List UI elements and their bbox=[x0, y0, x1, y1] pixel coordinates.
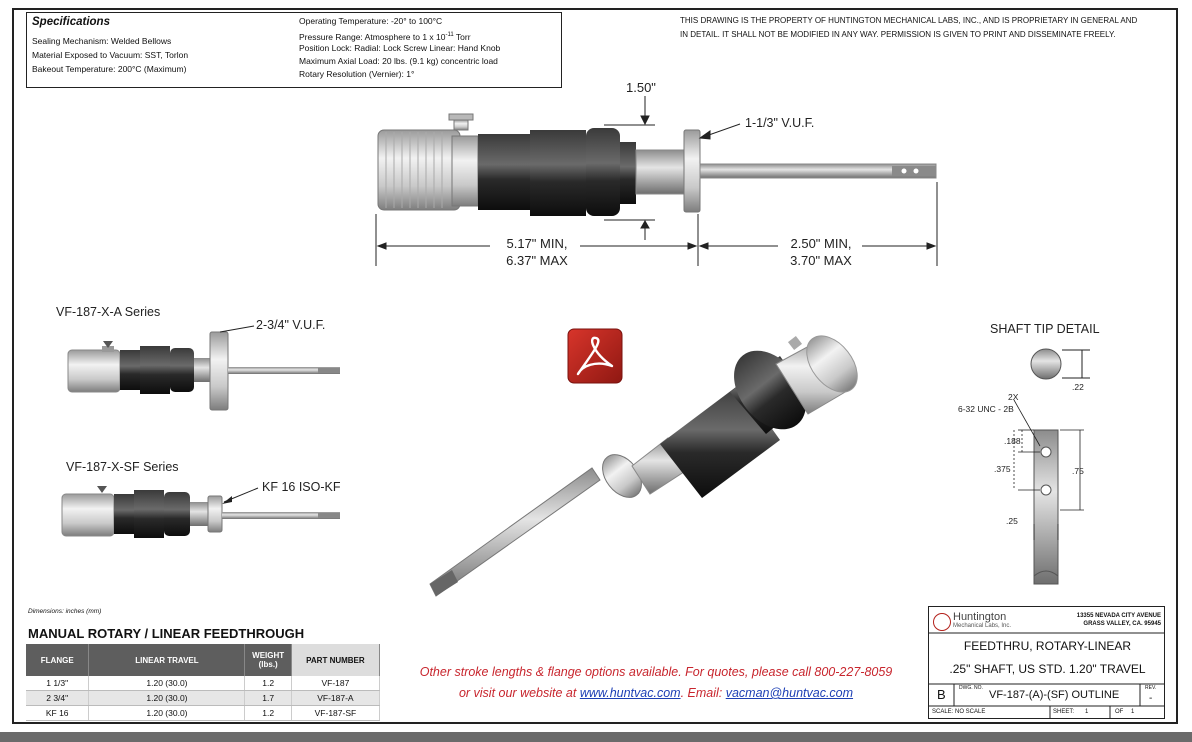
cell-travel: 1.20 (30.0) bbox=[88, 676, 246, 691]
dimensions-note: Dimensions: inches (mm) bbox=[28, 608, 102, 615]
series-sf-title: VF-187-X-SF Series bbox=[66, 460, 179, 474]
spec-pressure: Pressure Range: Atmosphere to 1 x 10-11 … bbox=[299, 31, 471, 42]
table-row: 1 1/3" 1.20 (30.0) 1.2 VF-187 bbox=[26, 676, 381, 691]
title-block: Huntington Mechanical Labs, Inc. 13355 N… bbox=[928, 606, 1165, 719]
flange-label-1-1-3: 1-1/3" V.U.F. bbox=[745, 116, 815, 130]
website-link[interactable]: www.huntvac.com bbox=[579, 686, 681, 700]
cell-travel: 1.20 (30.0) bbox=[88, 705, 246, 721]
series-sf-flange-label: KF 16 ISO-KF bbox=[262, 480, 341, 494]
rev-value: - bbox=[1149, 693, 1153, 704]
dim-top-1-50: 1.50" bbox=[626, 80, 656, 95]
property-notice-line-1: THIS DRAWING IS THE PROPERTY OF HUNTINGT… bbox=[680, 16, 1138, 25]
spec-material: Material Exposed to Vacuum: SST, Torlon bbox=[32, 50, 189, 60]
cell-part: VF-187-SF bbox=[291, 705, 381, 721]
cell-flange: 1 1/3" bbox=[26, 676, 90, 691]
specifications-title: Specifications bbox=[32, 16, 110, 28]
cell-flange: KF 16 bbox=[26, 705, 90, 721]
cell-part: VF-187-A bbox=[291, 690, 381, 706]
quote-line-2: or visit our website at www.huntvac.com.… bbox=[458, 686, 854, 700]
series-a-flange-label: 2-3/4" V.U.F. bbox=[256, 318, 326, 332]
col-linear-travel: LINEAR TRAVEL bbox=[88, 644, 246, 676]
spec-bakeout: Bakeout Temperature: 200°C (Maximum) bbox=[32, 64, 187, 74]
spec-sealing: Sealing Mechanism: Welded Bellows bbox=[32, 36, 172, 46]
dim-right-max: 3.70" MAX bbox=[790, 253, 852, 268]
cell-flange: 2 3/4" bbox=[26, 690, 90, 706]
quote-line-1: Other stroke lengths & flange options av… bbox=[419, 665, 893, 679]
table-row: KF 16 1.20 (30.0) 1.2 VF-187-SF bbox=[26, 705, 381, 721]
rev-label: REV. bbox=[1145, 685, 1157, 691]
drawing-title-1: FEEDTHRU, ROTARY-LINEAR bbox=[963, 639, 1132, 653]
shaft-tip-thread-note: 6-32 UNC - 2B bbox=[958, 404, 1014, 414]
cell-part: VF-187 bbox=[291, 676, 381, 691]
quote-text: Other stroke lengths & flange options av… bbox=[392, 662, 920, 704]
dwg-no-label: DWG. NO. bbox=[959, 685, 983, 691]
shaft-tip-d75: .75 bbox=[1072, 466, 1084, 476]
shaft-tip-dia: .22 bbox=[1072, 382, 1084, 392]
main-dimension-lines bbox=[375, 96, 938, 266]
address-line-1: 13355 NEVADA CITY AVENUE bbox=[1076, 613, 1161, 619]
adobe-pdf-icon[interactable] bbox=[567, 328, 623, 384]
company-name: Huntington bbox=[953, 611, 1007, 623]
drawing-title-2: .25" SHAFT, US STD. 1.20" TRAVEL bbox=[949, 662, 1146, 676]
shaft-tip-note-2x: 2X bbox=[1008, 392, 1019, 402]
spec-position-lock: Position Lock: Radial: Lock Screw Linear… bbox=[299, 43, 501, 53]
scale-text: SCALE: NO SCALE bbox=[932, 709, 986, 715]
shaft-tip-d375: .375 bbox=[994, 464, 1011, 474]
shaft-tip-title: SHAFT TIP DETAIL bbox=[990, 322, 1100, 336]
of-label: OF bbox=[1115, 709, 1124, 715]
table-row: 2 3/4" 1.20 (30.0) 1.7 VF-187-A bbox=[26, 690, 381, 706]
col-flange: FLANGE bbox=[26, 644, 90, 676]
huntington-logo-icon bbox=[933, 613, 951, 631]
size-value: B bbox=[937, 687, 946, 702]
dim-left-min: 5.17" MIN, bbox=[506, 236, 568, 251]
col-weight: WEIGHT (lbs.) bbox=[244, 644, 292, 676]
property-notice: THIS DRAWING IS THE PROPERTY OF HUNTINGT… bbox=[680, 14, 1160, 42]
series-sf-view bbox=[61, 486, 340, 538]
spec-rotary-resolution: Rotary Resolution (Vernier): 1° bbox=[299, 69, 415, 79]
series-a-view bbox=[67, 325, 340, 411]
cell-travel: 1.20 (30.0) bbox=[88, 690, 246, 706]
sheet-value: 1 bbox=[1085, 709, 1089, 715]
of-value: 1 bbox=[1131, 709, 1135, 715]
email-link[interactable]: vacman@huntvac.com bbox=[725, 686, 854, 700]
drawing-border bbox=[12, 8, 1178, 724]
company-sub: Mechanical Labs, Inc. bbox=[953, 623, 1012, 629]
dim-right-min: 2.50" MIN, bbox=[790, 236, 852, 251]
cell-weight: 1.7 bbox=[244, 690, 292, 706]
shaft-tip-detail-drawing bbox=[1013, 348, 1090, 585]
perspective-feedthrough-image bbox=[429, 335, 858, 597]
spec-operating-temp: Operating Temperature: -20° to 100°C bbox=[299, 16, 443, 26]
address-line-2: GRASS VALLEY, CA. 95945 bbox=[1083, 621, 1161, 627]
title-block-lines bbox=[928, 632, 1165, 719]
cell-weight: 1.2 bbox=[244, 705, 292, 721]
property-notice-line-2: IN DETAIL. IT SHALL NOT BE MODIFIED IN A… bbox=[680, 30, 1116, 39]
series-a-title: VF-187-X-A Series bbox=[56, 305, 161, 319]
cell-weight: 1.2 bbox=[244, 676, 292, 691]
sheet-label: SHEET: bbox=[1053, 709, 1075, 715]
shaft-tip-d188: .188 bbox=[1004, 436, 1021, 446]
main-feedthrough-view bbox=[377, 113, 937, 216]
table-title: MANUAL ROTARY / LINEAR FEEDTHROUGH bbox=[28, 626, 305, 641]
spec-axial-load: Maximum Axial Load: 20 lbs. (9.1 kg) con… bbox=[299, 56, 498, 66]
parts-table: FLANGE LINEAR TRAVEL WEIGHT (lbs.) PART … bbox=[26, 644, 381, 721]
viewer-bottom-bar bbox=[0, 732, 1192, 742]
specifications-box: Specifications Sealing Mechanism: Welded… bbox=[26, 12, 562, 88]
dwg-no-value: VF-187-(A)-(SF) OUTLINE bbox=[989, 689, 1120, 701]
dim-left-max: 6.37" MAX bbox=[506, 253, 568, 268]
col-part-number: PART NUMBER bbox=[291, 644, 381, 676]
shaft-tip-d25: .25 bbox=[1006, 516, 1018, 526]
table-header-row: FLANGE LINEAR TRAVEL WEIGHT (lbs.) PART … bbox=[26, 644, 381, 676]
